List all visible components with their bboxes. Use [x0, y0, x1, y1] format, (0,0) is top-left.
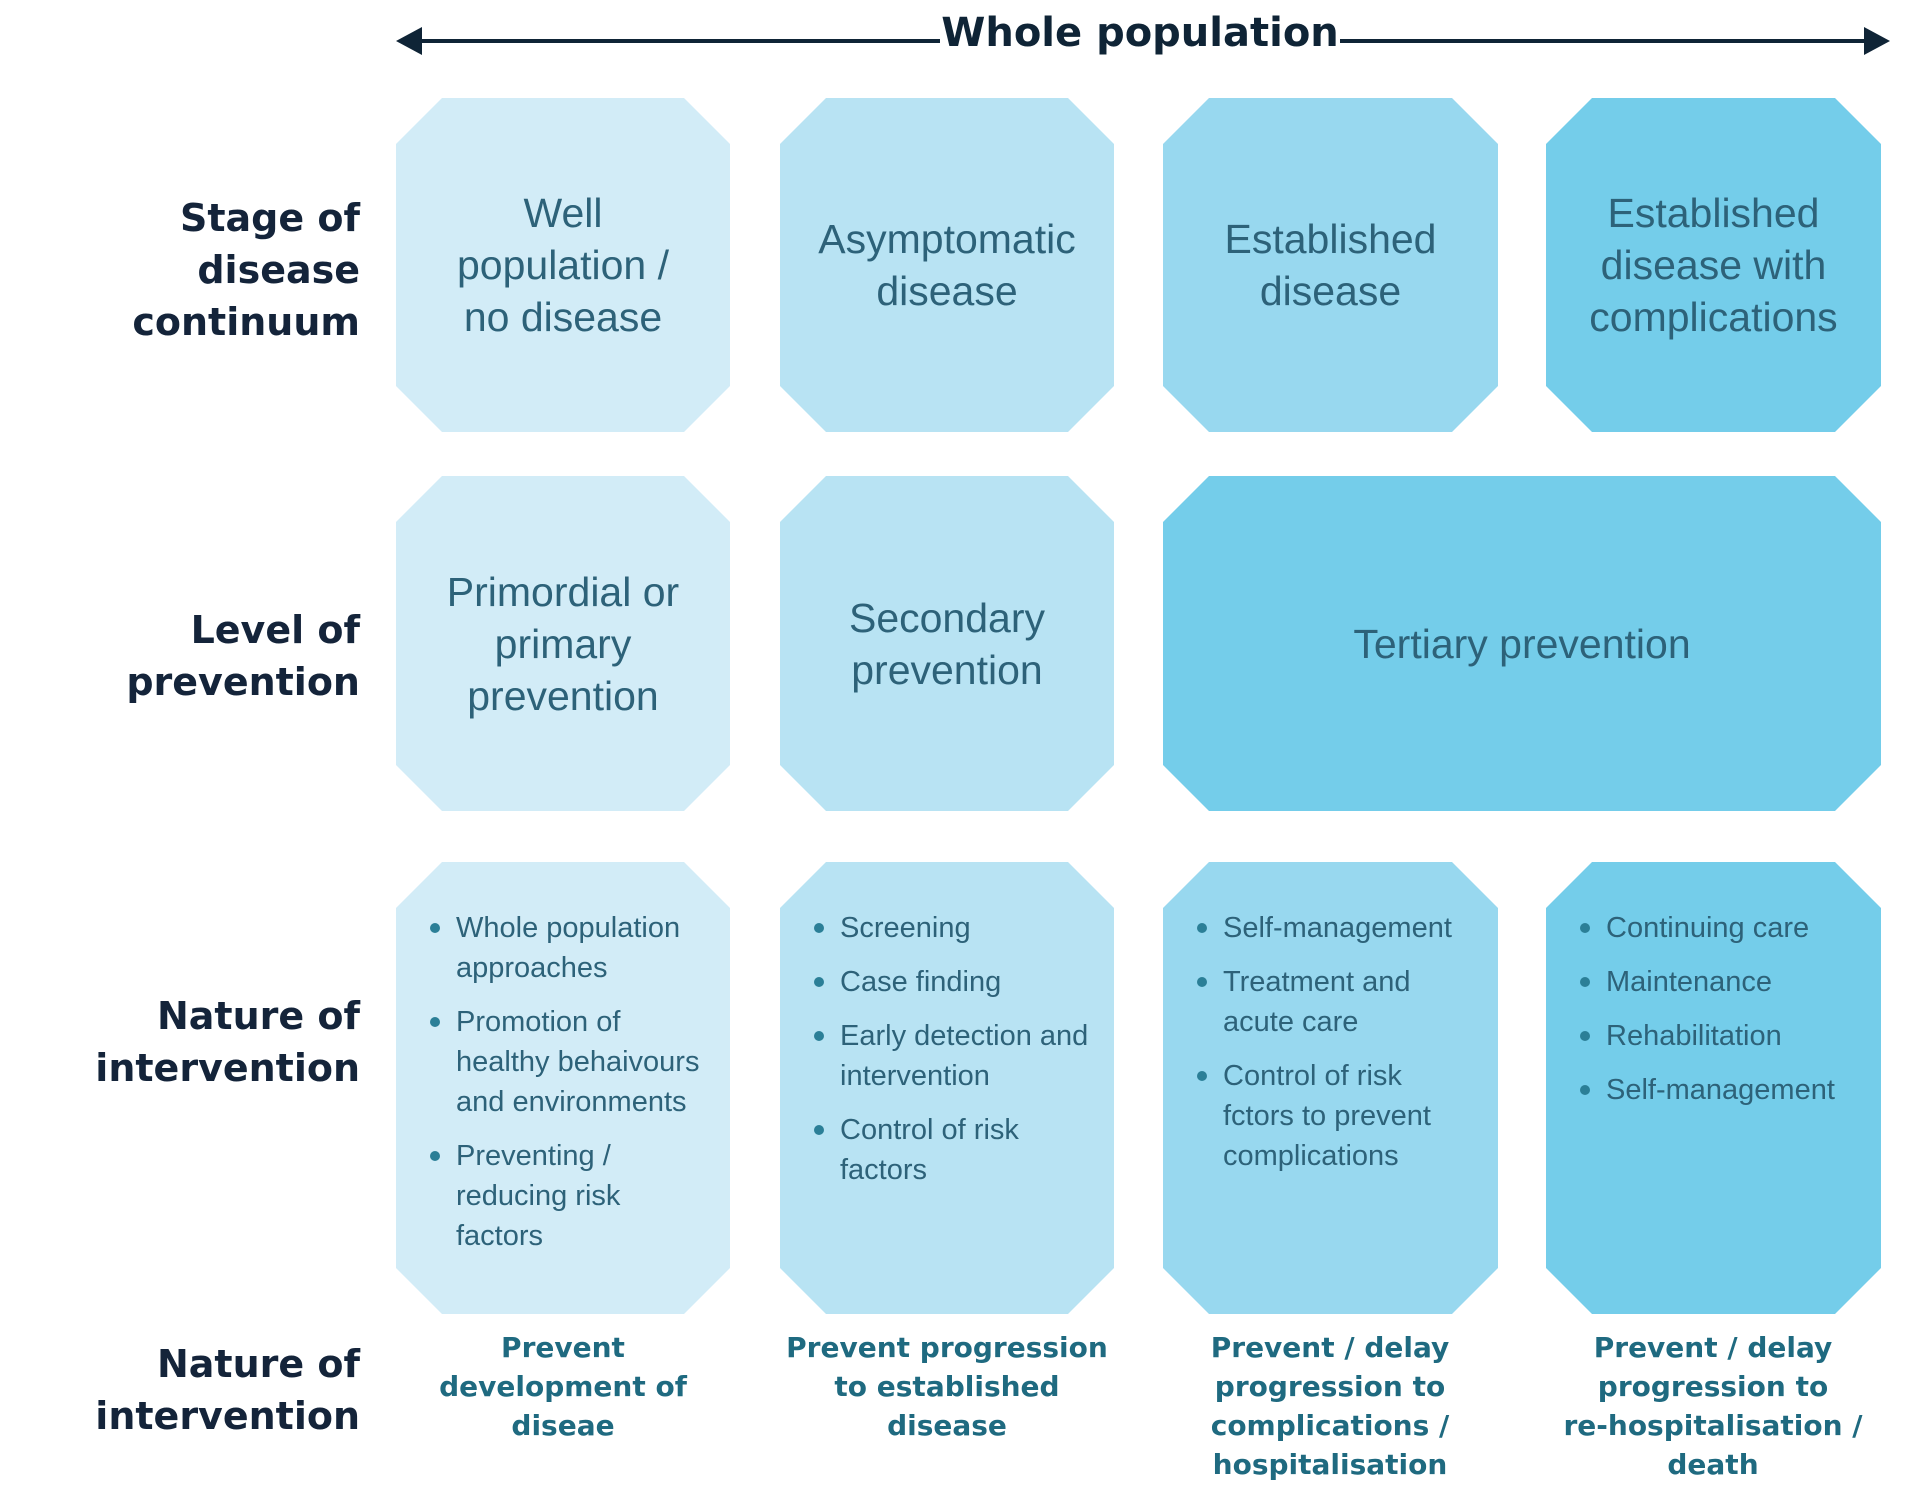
intervention-text: Promotion of healthy behaivours and envi…: [456, 1006, 700, 1118]
outcome-text-2: Prevent progression to established disea…: [786, 1331, 1108, 1442]
intervention-text: Early detection and intervention: [840, 1020, 1089, 1092]
stage-box-complications: Established disease with complications: [1546, 98, 1881, 432]
row-label-intervention-line2: intervention: [95, 1046, 360, 1090]
row-label-prevention: Level of prevention: [20, 596, 360, 716]
whole-population-title: Whole population: [941, 10, 1339, 56]
prevention-box-secondary: Secondary prevention: [780, 476, 1114, 811]
stage-box-established: Established disease: [1163, 98, 1498, 432]
prevention-box-tertiary: Tertiary prevention: [1163, 476, 1881, 811]
bullet-icon: [1580, 923, 1590, 933]
bullet-icon: [430, 923, 440, 933]
stage-text-well: Well population / no disease: [456, 190, 669, 340]
list-item: Whole population approaches: [428, 908, 710, 988]
intervention-text: Case finding: [840, 966, 1002, 998]
row-label-stage-line1: Stage of disease: [179, 196, 360, 292]
list-item: Early detection and intervention: [812, 1016, 1094, 1096]
intervention-text: Control of risk factors: [840, 1114, 1019, 1186]
bullet-icon: [814, 1031, 824, 1041]
row-label-prevention-line1: Level of: [190, 608, 360, 652]
prevention-box-primary: Primordial or primary prevention: [396, 476, 730, 811]
intervention-text: Treatment and acute care: [1223, 966, 1411, 1038]
intervention-list-1: Whole population approaches Promotion of…: [428, 908, 710, 1270]
intervention-text: Whole population approaches: [456, 912, 681, 984]
intervention-list-3: Self-management Treatment and acute care…: [1195, 908, 1478, 1190]
stage-box-asymptomatic: Asymptomatic disease: [780, 98, 1114, 432]
arrow-line-left: [412, 39, 940, 43]
list-item: Treatment and acute care: [1195, 962, 1478, 1042]
bullet-icon: [1580, 1085, 1590, 1095]
intervention-box-3: Self-management Treatment and acute care…: [1163, 862, 1498, 1314]
row-label-intervention: Nature of intervention: [20, 982, 360, 1102]
list-item: Self-management: [1578, 1070, 1835, 1110]
list-item: Case finding: [812, 962, 1094, 1002]
prevention-text-secondary: Secondary prevention: [848, 594, 1045, 693]
list-item: Control of risk factors: [812, 1110, 1094, 1190]
list-item: Control of risk fctors to prevent compli…: [1195, 1056, 1478, 1176]
bullet-icon: [1580, 977, 1590, 987]
intervention-list-4: Continuing care Maintenance Rehabilitati…: [1578, 908, 1835, 1124]
bullet-icon: [814, 1125, 824, 1135]
intervention-text: Self-management: [1606, 1074, 1835, 1106]
arrow-right-icon: [1864, 27, 1890, 55]
list-item: Screening: [812, 908, 1094, 948]
row-label-stage-line2: continuum: [132, 300, 360, 344]
intervention-text: Maintenance: [1606, 966, 1773, 998]
stage-text-complications: Established disease with complications: [1589, 190, 1838, 340]
row-label-outcome-line1: Nature of: [156, 1342, 360, 1386]
stage-text-established: Established disease: [1224, 216, 1437, 314]
bullet-icon: [1197, 1071, 1207, 1081]
stage-text-asymptomatic: Asymptomatic disease: [818, 216, 1076, 314]
bullet-icon: [1197, 923, 1207, 933]
bullet-icon: [1580, 1031, 1590, 1041]
row-label-intervention-line1: Nature of: [156, 994, 360, 1038]
list-item: Continuing care: [1578, 908, 1835, 948]
intervention-text: Screening: [840, 912, 971, 944]
row-label-prevention-line2: prevention: [126, 660, 360, 704]
list-item: Promotion of healthy behaivours and envi…: [428, 1002, 710, 1122]
bullet-icon: [1197, 977, 1207, 987]
prevention-text-tertiary: Tertiary prevention: [1353, 620, 1691, 667]
bullet-icon: [814, 923, 824, 933]
list-item: Self-management: [1195, 908, 1478, 948]
intervention-box-2: Screening Case finding Early detection a…: [780, 862, 1114, 1314]
bullet-icon: [814, 977, 824, 987]
outcome-text-4: Prevent / delay progression to re-hospit…: [1563, 1331, 1863, 1481]
intervention-box-4: Continuing care Maintenance Rehabilitati…: [1546, 862, 1881, 1314]
row-label-stage: Stage of disease continuum: [20, 196, 360, 344]
list-item: Rehabilitation: [1578, 1016, 1835, 1056]
intervention-list-2: Screening Case finding Early detection a…: [812, 908, 1094, 1204]
list-item: Preventing / reducing risk factors: [428, 1136, 710, 1256]
intervention-box-1: Whole population approaches Promotion of…: [396, 862, 730, 1314]
list-item: Maintenance: [1578, 962, 1835, 1002]
outcome-text-1: Prevent development of diseae: [439, 1331, 687, 1442]
intervention-text: Rehabilitation: [1606, 1020, 1782, 1052]
row-label-outcome: Nature of intervention: [20, 1330, 360, 1450]
intervention-text: Preventing / reducing risk factors: [456, 1140, 621, 1252]
outcome-text-3: Prevent / delay progression to complicat…: [1210, 1331, 1450, 1481]
intervention-text: Control of risk fctors to prevent compli…: [1223, 1060, 1431, 1172]
intervention-text: Self-management: [1223, 912, 1452, 944]
arrow-line-right: [1340, 39, 1866, 43]
bullet-icon: [430, 1151, 440, 1161]
row-label-outcome-line2: intervention: [95, 1394, 360, 1438]
prevention-text-primary: Primordial or primary prevention: [446, 568, 680, 719]
intervention-text: Continuing care: [1606, 912, 1810, 944]
stage-box-well: Well population / no disease: [396, 98, 730, 432]
bullet-icon: [430, 1017, 440, 1027]
